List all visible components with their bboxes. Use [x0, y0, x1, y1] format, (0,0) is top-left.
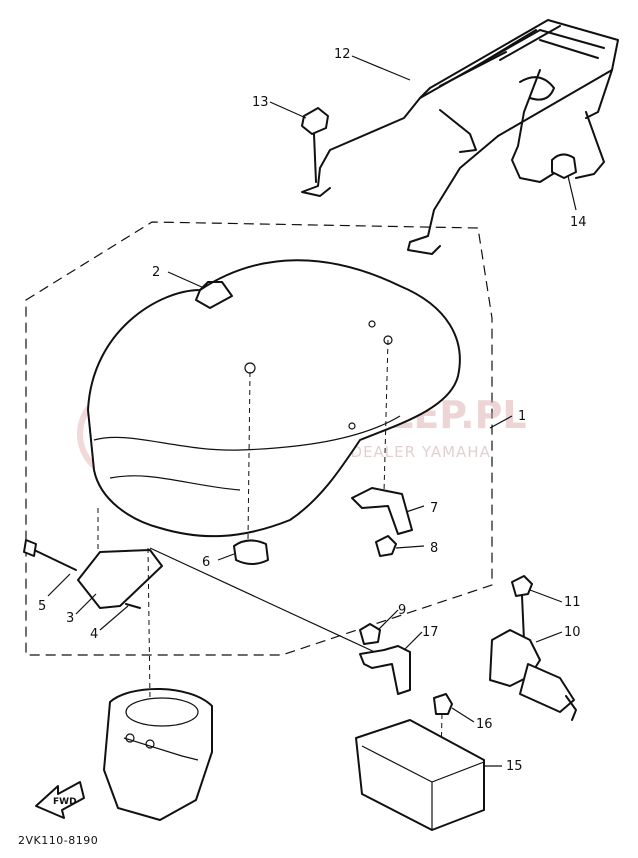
part-5-bolt: [23, 539, 77, 571]
leader-lines: [47, 55, 577, 767]
part-10-seat-lock: [489, 629, 577, 721]
callout-7: 7: [430, 501, 438, 516]
part-7-bracket: [351, 487, 413, 535]
callout-12: 12: [334, 47, 351, 62]
part-17-stay: [359, 645, 411, 695]
assembly-boundary: [25, 221, 493, 656]
callout-5: 5: [38, 599, 46, 614]
callout-15: 15: [506, 759, 523, 774]
part-14-grommet: [551, 153, 577, 179]
callout-8: 8: [430, 541, 438, 556]
part-12-carrier-rack: [301, 19, 619, 255]
callout-1: 1: [518, 409, 526, 424]
callout-2: 2: [152, 265, 160, 280]
part-4-pin: [125, 603, 141, 609]
drawing-code: 2VK110-8190: [18, 834, 98, 847]
callout-9: 9: [398, 603, 406, 618]
callout-10: 10: [564, 625, 581, 640]
callout-3: 3: [66, 611, 74, 626]
part-15-tool-box: [355, 719, 485, 831]
callout-6: 6: [202, 555, 210, 570]
part-11-screw: [511, 575, 533, 641]
callout-13: 13: [252, 95, 269, 110]
callout-16: 16: [476, 717, 493, 732]
fwd-arrow-icon: [35, 781, 85, 819]
part-6-damper: [233, 539, 269, 565]
fwd-arrow: FWD: [35, 781, 85, 819]
callout-14: 14: [570, 215, 587, 230]
frame-tail: [103, 687, 213, 821]
part-seat-assembly: [87, 259, 461, 541]
fwd-label: FWD: [53, 797, 77, 807]
part-9-nut: [359, 623, 381, 645]
part-8-screw: [375, 535, 397, 557]
callout-17: 17: [422, 625, 439, 640]
part-16-screw: [433, 693, 453, 801]
part-3-hinge: [77, 508, 393, 701]
callout-4: 4: [90, 627, 98, 642]
part-13-bolt: [301, 107, 329, 183]
callout-11: 11: [564, 595, 581, 610]
